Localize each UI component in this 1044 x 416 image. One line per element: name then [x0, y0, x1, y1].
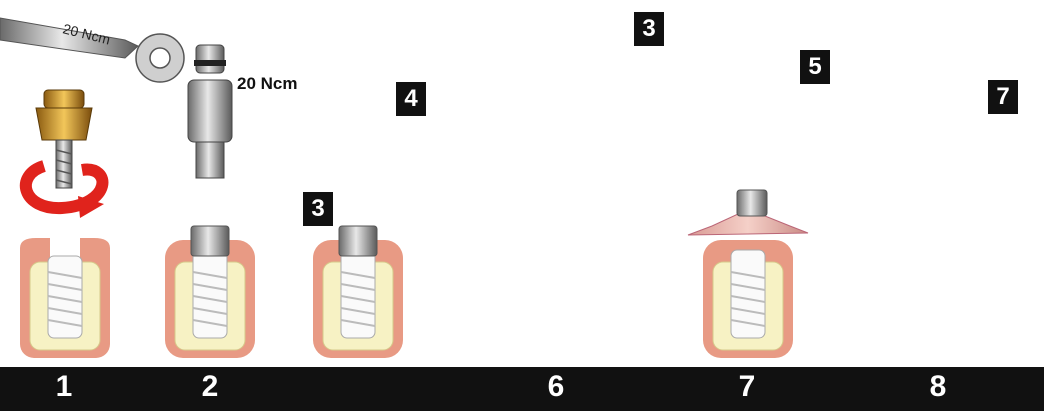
torque-label: 20 Ncm [237, 74, 297, 94]
step-number-7: 7 [727, 370, 767, 404]
torque-wrench-icon: 20 Ncm [0, 18, 184, 82]
socket-1 [20, 238, 110, 358]
step-number-8: 8 [918, 370, 958, 404]
step-footer-bar [0, 367, 1044, 411]
badge-photo7: 7 [988, 80, 1018, 114]
badge-step3: 3 [303, 192, 333, 226]
socket-7 [688, 190, 808, 358]
step-number-1: 1 [44, 370, 84, 404]
step-number-6: 6 [536, 370, 576, 404]
socket-2 [165, 226, 255, 358]
badge-photo3: 3 [634, 12, 664, 46]
step-number-2: 2 [190, 370, 230, 404]
badge-step5: 5 [800, 50, 830, 84]
socket-3 [313, 226, 403, 358]
driver-icon [188, 45, 232, 178]
badge-step4: 4 [396, 82, 426, 116]
